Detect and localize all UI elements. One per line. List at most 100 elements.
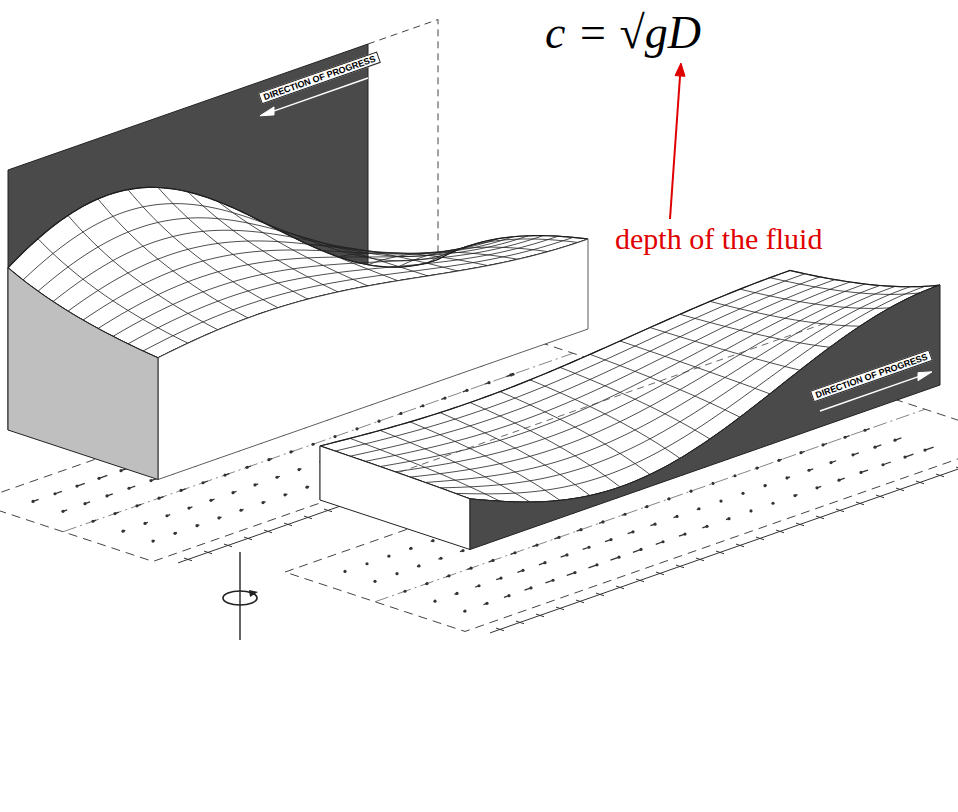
- current-dot: [697, 507, 700, 510]
- current-dot: [733, 474, 736, 477]
- current-dash: [865, 429, 870, 431]
- current-dash: [129, 486, 135, 488]
- current-dash: [159, 497, 164, 499]
- channel-end-face: [8, 268, 158, 480]
- floor-scale-tick: [496, 628, 504, 631]
- current-dash: [247, 466, 251, 467]
- surface-grid-line: [8, 187, 438, 267]
- current-dot: [689, 490, 692, 493]
- floor-scale-tick: [876, 495, 884, 498]
- current-dash: [496, 578, 501, 580]
- channel-end-face: [320, 446, 470, 550]
- depth-annotation: depth of the fluid: [615, 222, 822, 256]
- current-dot: [195, 524, 198, 527]
- floor-scale-tick: [696, 558, 704, 561]
- current-dash: [409, 548, 411, 550]
- floor-scale-tick: [676, 565, 684, 568]
- direction-label: DIRECTION OF PROGRESS: [810, 349, 933, 402]
- surface-grid-line: [590, 354, 740, 417]
- current-dash: [99, 475, 107, 478]
- current-dot: [667, 497, 670, 500]
- floor-scale-tick: [736, 544, 744, 547]
- current-dash: [674, 516, 677, 517]
- current-dash: [263, 501, 266, 503]
- current-dash: [467, 568, 471, 569]
- surface-grid-line: [68, 215, 218, 329]
- current-dash: [554, 537, 559, 539]
- surface-grid-line: [470, 403, 620, 487]
- current-dot: [395, 572, 398, 575]
- surface-grid-line: [128, 190, 278, 308]
- current-dash: [431, 540, 433, 542]
- current-dash: [809, 469, 813, 470]
- surface-grid-line: [500, 392, 650, 475]
- current-dash: [577, 530, 581, 532]
- current-dash: [779, 459, 782, 460]
- floor-scale-tick: [324, 509, 332, 512]
- current-dash: [425, 583, 427, 585]
- depth-leader: [670, 63, 685, 219]
- surface-grid-line: [248, 215, 398, 281]
- current-dash: [387, 555, 389, 557]
- current-dash: [446, 575, 449, 577]
- current-dash: [525, 588, 531, 590]
- current-dot: [173, 532, 176, 535]
- current-dot: [755, 466, 758, 469]
- current-dot: [645, 505, 648, 508]
- current-dash: [175, 532, 177, 534]
- surface-grid-line: [650, 328, 800, 371]
- current-dash: [219, 516, 222, 518]
- current-dash: [517, 570, 523, 572]
- surface-grid-line: [740, 289, 890, 308]
- surface-grid-line: [218, 202, 368, 286]
- current-dash: [463, 390, 467, 391]
- current-dash: [277, 476, 280, 477]
- current-dash: [123, 530, 125, 532]
- floor-scale-tick: [656, 572, 664, 575]
- current-dot: [425, 582, 428, 585]
- current-dot: [763, 484, 766, 487]
- current-dash: [255, 484, 258, 485]
- current-dash: [285, 493, 287, 495]
- current-dash: [644, 506, 647, 508]
- current-dot: [333, 435, 336, 438]
- floor-scale-tick: [184, 558, 192, 561]
- current-dash: [167, 515, 170, 516]
- surface-grid-line: [560, 367, 710, 439]
- current-dash: [539, 563, 545, 565]
- current-dash: [831, 461, 836, 463]
- current-dash: [299, 468, 301, 470]
- current-dot: [217, 516, 220, 519]
- floor-scale-tick: [304, 516, 312, 519]
- current-dot: [719, 499, 722, 502]
- current-dash: [181, 489, 186, 491]
- current-dash: [241, 509, 244, 511]
- current-dash: [628, 532, 633, 534]
- current-dash: [757, 467, 759, 469]
- current-dash: [532, 545, 537, 547]
- current-dash: [211, 499, 214, 500]
- current-dash: [875, 445, 881, 447]
- current-dash: [853, 453, 859, 455]
- wave-speed-formula: c = √gD: [545, 6, 701, 59]
- floor-scale-tick: [776, 530, 784, 533]
- surface-grid-line: [770, 278, 920, 295]
- current-dash: [622, 514, 625, 515]
- current-dash: [153, 540, 155, 542]
- current-dash: [93, 520, 96, 521]
- floor-scale-tick: [516, 621, 524, 624]
- current-dot: [343, 570, 346, 573]
- current-dash: [189, 507, 192, 508]
- rotation-loop: [223, 591, 257, 605]
- current-dash: [197, 524, 199, 526]
- current-dot: [711, 482, 714, 485]
- current-dash: [895, 438, 901, 440]
- surface-grid-line: [710, 301, 860, 326]
- current-dash: [839, 478, 845, 480]
- current-dash: [883, 462, 891, 465]
- current-dot: [463, 609, 466, 612]
- current-dash: [679, 534, 685, 536]
- direction-label: DIRECTION OF PROGRESS: [258, 51, 381, 104]
